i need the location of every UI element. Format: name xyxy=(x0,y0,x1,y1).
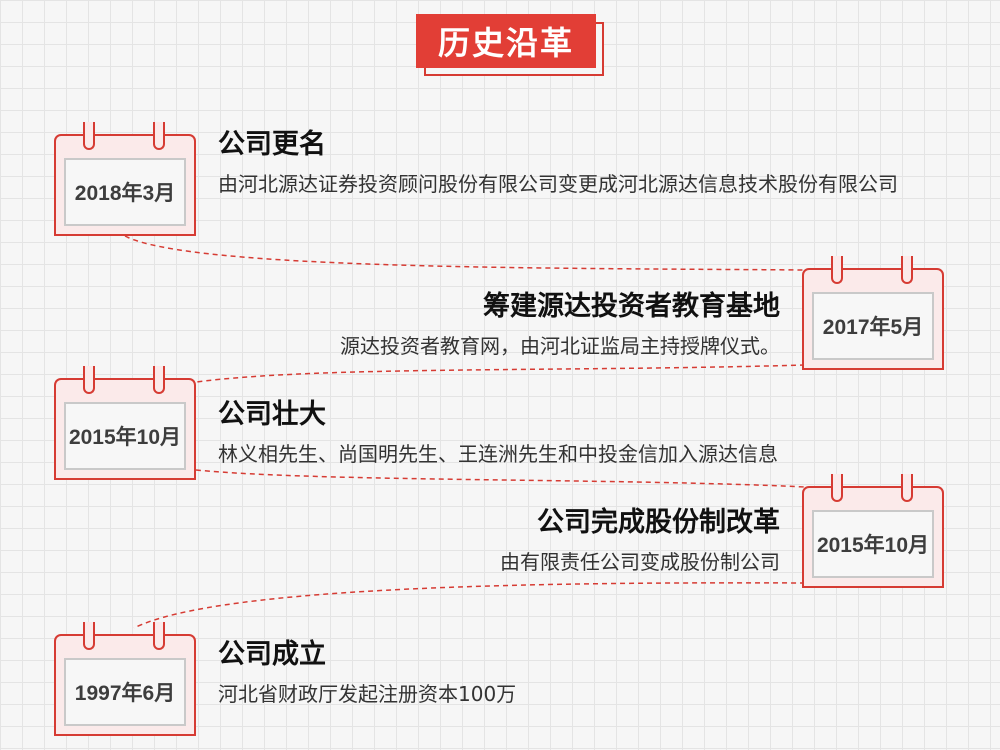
timeline-entry: 公司壮大 林义相先生、尚国明先生、王连洲先生和中投金信加入源达信息 xyxy=(218,398,948,472)
calendar-ring xyxy=(83,366,95,394)
timeline-entry: 筹建源达投资者教育基地 源达投资者教育网，由河北证监局主持授牌仪式。 xyxy=(180,290,780,364)
calendar-ring xyxy=(83,622,95,650)
page-title-badge: 历史沿革 xyxy=(416,14,608,80)
event-description: 河北省财政厅发起注册资本100万 xyxy=(218,682,517,706)
calendar-ring xyxy=(153,622,165,650)
calendar-ring xyxy=(901,474,913,502)
calendar-header xyxy=(802,486,944,508)
calendar-ring xyxy=(831,256,843,284)
event-title: 公司成立 xyxy=(218,639,326,670)
event-title: 公司壮大 xyxy=(218,399,326,430)
event-date: 1997年6月 xyxy=(64,658,186,726)
calendar-header xyxy=(54,634,196,656)
calendar-header xyxy=(802,268,944,290)
event-description: 林义相先生、尚国明先生、王连洲先生和中投金信加入源达信息 xyxy=(218,442,778,466)
calendar-ring xyxy=(153,122,165,150)
connector-4 xyxy=(133,582,806,629)
calendar-body: 1997年6月 xyxy=(54,654,196,736)
calendar-icon: 2018年3月 xyxy=(54,122,196,236)
page-title: 历史沿革 xyxy=(416,14,596,68)
event-title: 公司更名 xyxy=(218,129,326,160)
event-description: 源达投资者教育网，由河北证监局主持授牌仪式。 xyxy=(340,334,780,358)
timeline-entry: 公司完成股份制改革 由有限责任公司变成股份制公司 xyxy=(180,506,780,580)
timeline-entry: 公司成立 河北省财政厅发起注册资本100万 xyxy=(218,638,948,712)
calendar-body: 2015年10月 xyxy=(802,506,944,588)
calendar-ring xyxy=(901,256,913,284)
calendar-header xyxy=(54,378,196,400)
event-description: 由河北源达证券投资顾问股份有限公司变更成河北源达信息技术股份有限公司 xyxy=(218,172,898,196)
calendar-icon: 2015年10月 xyxy=(54,366,196,480)
event-date: 2017年5月 xyxy=(812,292,934,360)
calendar-ring xyxy=(83,122,95,150)
calendar-body: 2017年5月 xyxy=(802,288,944,370)
event-description: 由有限责任公司变成股份制公司 xyxy=(500,550,780,574)
connector-2 xyxy=(195,364,806,383)
calendar-icon: 2015年10月 xyxy=(802,474,944,588)
calendar-header xyxy=(54,134,196,156)
event-date: 2018年3月 xyxy=(64,158,186,226)
timeline-entry: 公司更名 由河北源达证券投资顾问股份有限公司变更成河北源达信息技术股份有限公司 xyxy=(218,128,948,202)
event-date: 2015年10月 xyxy=(64,402,186,470)
calendar-body: 2018年3月 xyxy=(54,154,196,236)
event-date: 2015年10月 xyxy=(812,510,934,578)
event-title: 筹建源达投资者教育基地 xyxy=(483,291,780,322)
calendar-icon: 1997年6月 xyxy=(54,622,196,736)
connector-3 xyxy=(195,469,806,488)
calendar-icon: 2017年5月 xyxy=(802,256,944,370)
calendar-ring xyxy=(153,366,165,394)
event-title: 公司完成股份制改革 xyxy=(537,507,780,538)
calendar-ring xyxy=(831,474,843,502)
calendar-body: 2015年10月 xyxy=(54,398,196,480)
connector-1 xyxy=(124,235,806,271)
